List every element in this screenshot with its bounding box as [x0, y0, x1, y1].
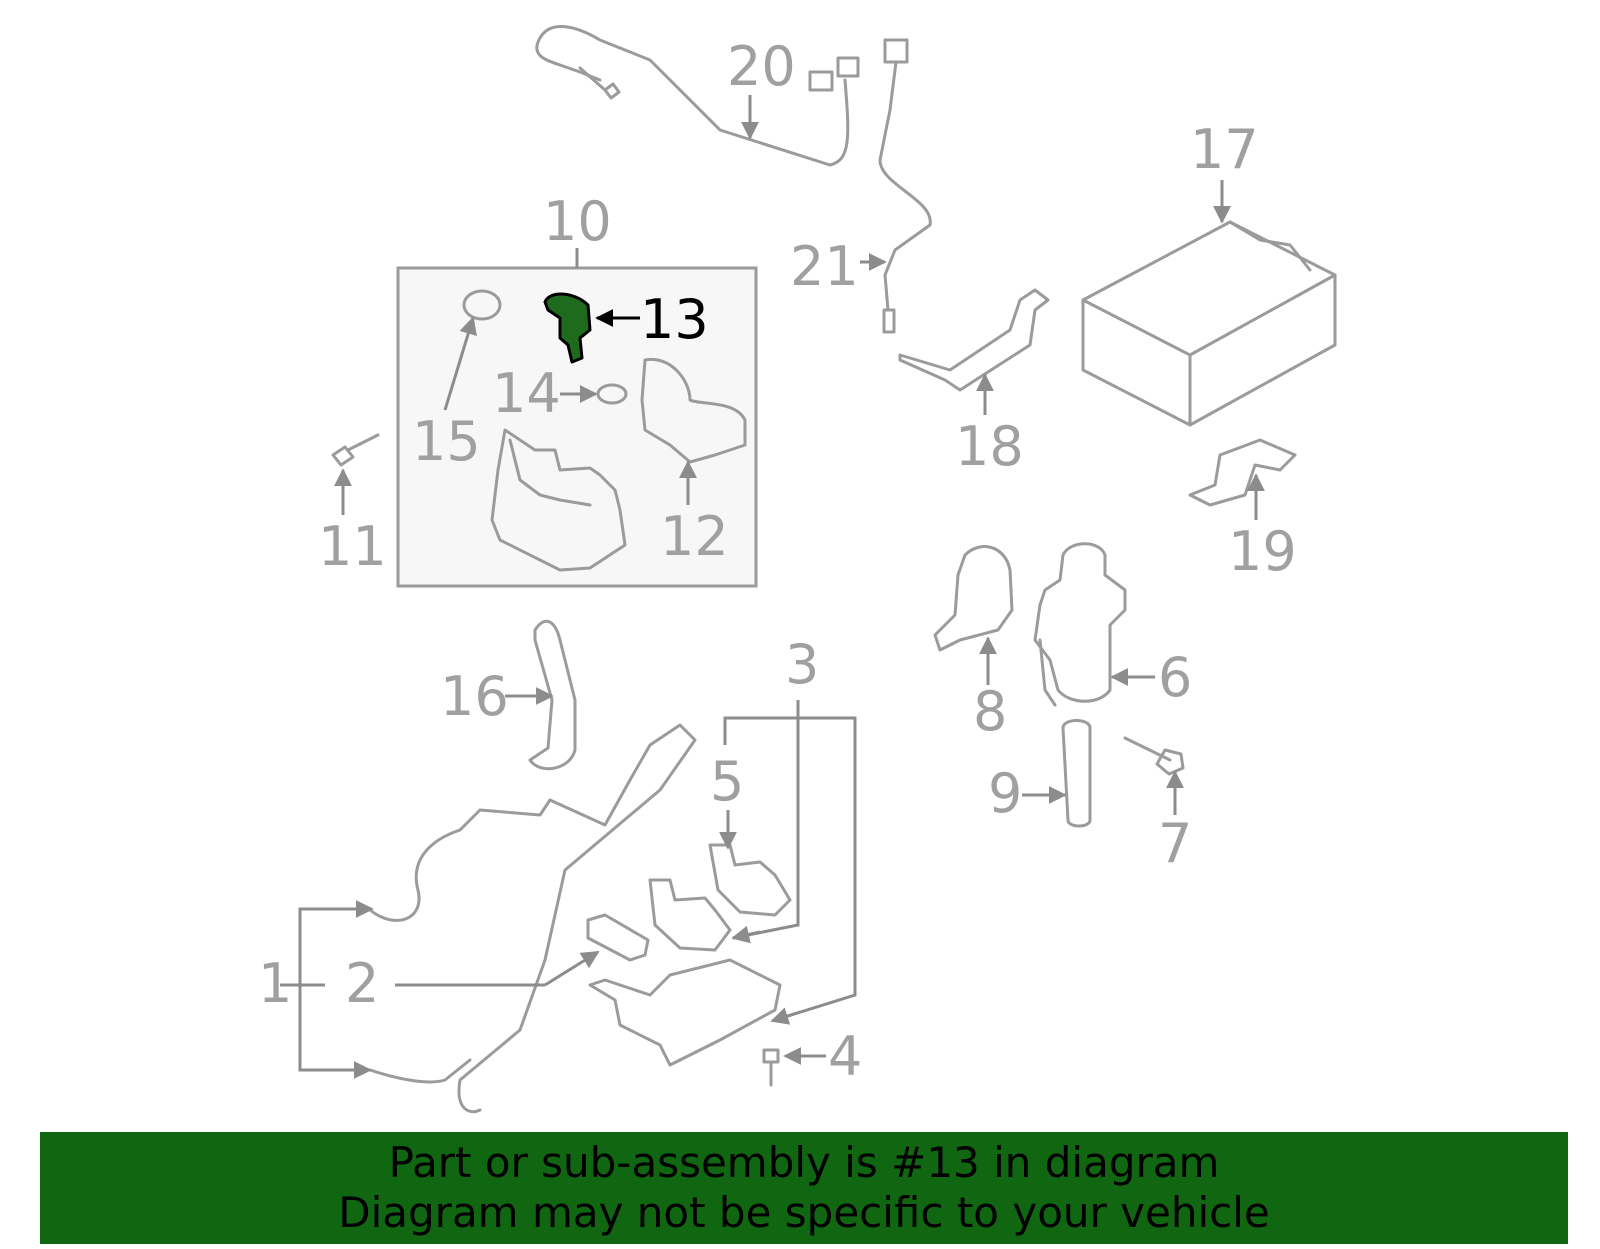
- callout-3: 3: [785, 633, 819, 696]
- part-6-egr-valve: [1033, 542, 1127, 707]
- callout-1: 1: [258, 952, 292, 1015]
- part-18-bracket: [898, 288, 1050, 392]
- callout-15: 15: [412, 410, 481, 473]
- housing: [490, 428, 627, 572]
- part-4-bolt: [762, 1048, 780, 1087]
- part-7-bolt: [1123, 736, 1185, 776]
- callout-16: 16: [440, 665, 509, 728]
- callout-4: 4: [828, 1025, 862, 1088]
- info-banner: Part or sub-assembly is #13 in diagram D…: [40, 1132, 1568, 1244]
- part-19-bracket: [1188, 438, 1297, 507]
- part-1-tube: [368, 723, 697, 1114]
- callout-5: 5: [710, 750, 744, 813]
- callout-19: 19: [1228, 520, 1297, 583]
- part-15-gasket: [462, 289, 502, 321]
- part-20-sensor-harness: [535, 24, 860, 167]
- callout-2: 2: [345, 952, 379, 1015]
- callout-8: 8: [973, 680, 1007, 743]
- banner-line-2: Diagram may not be specific to your vehi…: [338, 1188, 1270, 1237]
- callout-9: 9: [988, 762, 1022, 825]
- part-17-canister: [1081, 220, 1337, 427]
- callout-10: 10: [543, 190, 612, 253]
- part-14-oring: [596, 383, 628, 405]
- part-12-gasket: [640, 357, 747, 464]
- callout-14: 14: [492, 362, 561, 425]
- callout-21: 21: [790, 235, 859, 298]
- callout-17: 17: [1190, 118, 1259, 181]
- part-5-valves: [648, 843, 792, 952]
- callout-20: 20: [727, 35, 796, 98]
- callout-7: 7: [1158, 812, 1192, 875]
- callout-13: 13: [640, 288, 709, 351]
- part-11-bolt: [331, 433, 380, 467]
- part-8-gasket: [933, 545, 1014, 652]
- callout-12: 12: [660, 505, 729, 568]
- part-2-clip: [586, 913, 650, 962]
- callout-18: 18: [955, 415, 1024, 478]
- parts-diagram: 1 2 3 4 5 6 7 8 9 10 11 12 13 14 15 16 1…: [258, 24, 1337, 1114]
- callout-11: 11: [318, 515, 387, 578]
- part-13-highlighted: [543, 292, 592, 364]
- base-bracket: [588, 958, 782, 1067]
- banner-line-1: Part or sub-assembly is #13 in diagram: [388, 1138, 1220, 1187]
- callout-6: 6: [1158, 646, 1192, 709]
- part-16-hose: [528, 619, 577, 771]
- part-9-pipe: [1061, 719, 1092, 828]
- part-21-o2-sensor: [878, 38, 932, 334]
